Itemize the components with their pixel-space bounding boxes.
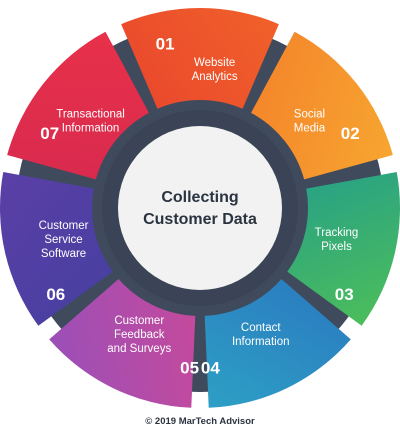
segment-04 <box>204 278 351 408</box>
segment-number-05: 05 <box>180 359 199 378</box>
segment-label-01-line-1: Website <box>194 57 235 69</box>
segment-label-07-line-1: Transactional <box>56 109 125 121</box>
segment-06 <box>0 172 113 326</box>
center-title-line-2: Customer Data <box>143 211 257 228</box>
segment-label-04-line-1: Contact <box>241 322 281 334</box>
segment-label-02-line-2: Media <box>294 123 326 135</box>
segment-label-01-line-2: Analytics <box>192 71 238 83</box>
segment-label-07-line-2: Information <box>62 123 120 135</box>
segment-07 <box>7 31 149 180</box>
segment-03 <box>287 172 400 326</box>
segment-label-06-line-2: Service <box>44 234 82 246</box>
segment-02 <box>251 31 393 180</box>
segment-label-05-line-1: Customer <box>114 315 164 327</box>
segment-number-03: 03 <box>335 285 354 304</box>
segment-05 <box>49 278 196 408</box>
segment-label-06-line-1: Customer <box>39 220 89 232</box>
center-hub <box>118 126 282 290</box>
segment-number-06: 06 <box>46 285 65 304</box>
segment-01 <box>121 7 279 109</box>
center-title-line-1: Collecting <box>161 189 238 206</box>
segment-label-04-line-2: Information <box>232 336 290 348</box>
segment-label-03-line-2: Pixels <box>321 241 352 253</box>
segment-number-02: 02 <box>341 124 360 143</box>
segment-label-05-line-3: and Surveys <box>107 343 171 355</box>
segment-label-06-line-3: Software <box>41 248 86 260</box>
segment-number-04: 04 <box>201 359 220 378</box>
segment-number-01: 01 <box>156 35 175 54</box>
copyright-footer: © 2019 MarTech Advisor <box>145 416 255 427</box>
segment-label-05-line-2: Feedback <box>114 329 165 341</box>
segment-number-07: 07 <box>40 124 59 143</box>
segment-label-02-line-1: Social <box>294 109 325 121</box>
segment-label-03-line-1: Tracking <box>315 227 359 239</box>
